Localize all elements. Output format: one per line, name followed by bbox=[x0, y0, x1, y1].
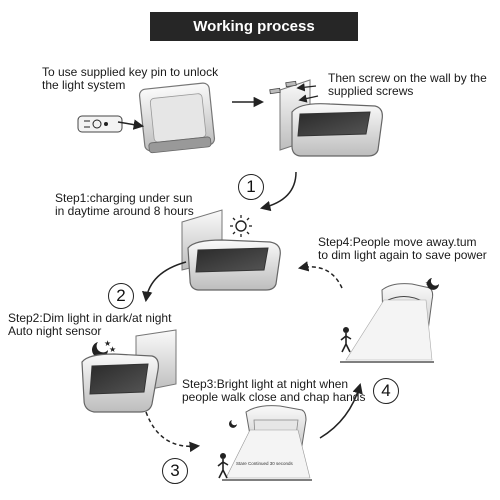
screw-icon bbox=[269, 80, 319, 103]
device-unlock bbox=[138, 82, 216, 154]
person-icon bbox=[217, 453, 229, 479]
caption-step3: Step3:Bright light at night when people … bbox=[182, 377, 366, 404]
star-icon: ★ ★ bbox=[104, 339, 116, 354]
step-number-4: 4 bbox=[373, 378, 399, 404]
scene-step4: ★ bbox=[340, 278, 439, 363]
step-number-2: 2 bbox=[108, 283, 134, 309]
key-pin-icon bbox=[77, 115, 123, 133]
caption-step4: Step4:People move away.tum to dim light … bbox=[318, 235, 487, 262]
person-icon bbox=[340, 327, 352, 353]
caption-unlock: To use supplied key pin to unlock the li… bbox=[42, 65, 219, 92]
step-number-3: 3 bbox=[162, 458, 188, 484]
moon-icon bbox=[427, 278, 439, 290]
diagram-title: Working process instructions bbox=[150, 12, 358, 64]
device-step2 bbox=[81, 329, 177, 413]
star-icon: ★ bbox=[425, 280, 430, 287]
svg-text:★: ★ bbox=[104, 339, 111, 348]
step-number-1: 1 bbox=[238, 174, 264, 200]
moon-icon bbox=[229, 420, 237, 428]
caption-screw: Then screw on the wall by the supplied s… bbox=[328, 71, 487, 98]
device-wall-mount bbox=[279, 79, 383, 157]
inset-note: Stare Continued 30 seconds bbox=[236, 461, 294, 466]
device-step1 bbox=[181, 209, 281, 291]
caption-step2: Step2:Dim light in dark/at night Auto ni… bbox=[8, 311, 172, 338]
svg-text:★: ★ bbox=[109, 345, 116, 354]
sun-icon bbox=[230, 215, 252, 237]
scene-step3: Stare Continued 30 seconds bbox=[217, 405, 312, 481]
caption-step1: Step1:charging under sun in daytime arou… bbox=[55, 191, 194, 218]
